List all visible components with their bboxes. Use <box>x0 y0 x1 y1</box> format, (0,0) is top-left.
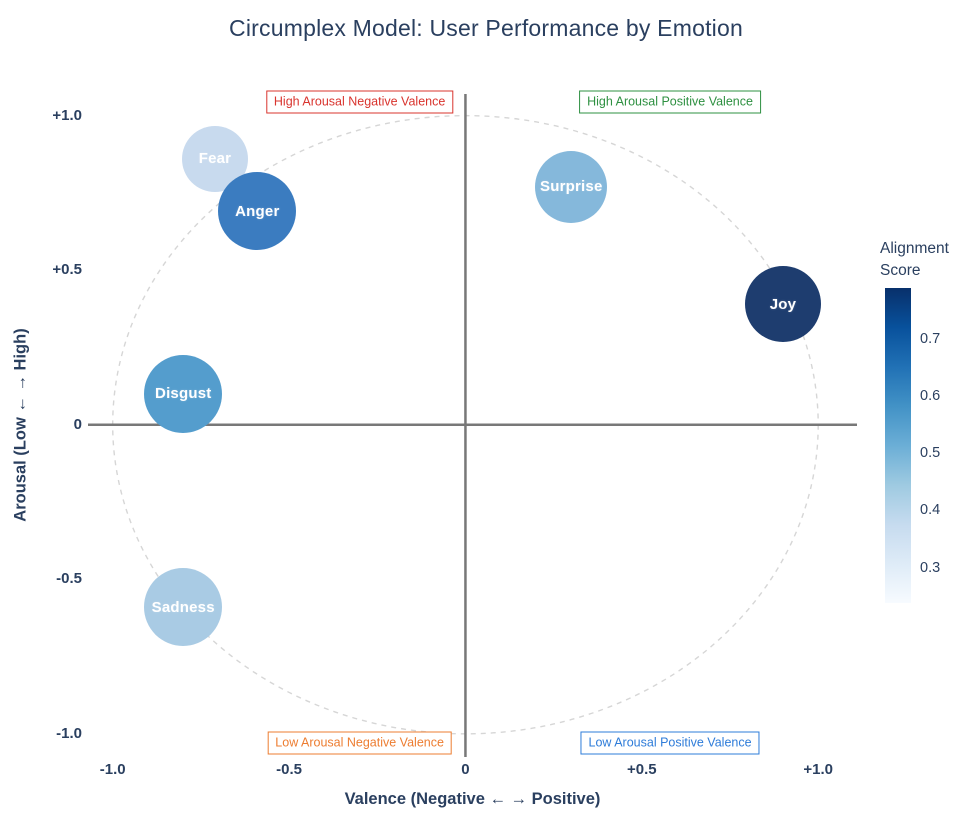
bubble-label: Anger <box>235 202 280 220</box>
colorbar-tick-label: 0.7 <box>920 330 941 347</box>
bubble-joy[interactable]: Joy <box>744 266 821 343</box>
bubble-surprise[interactable]: Surprise <box>535 150 608 223</box>
y-tick-label: +0.5 <box>52 261 82 279</box>
colorbar-tick-label: 0.6 <box>920 387 941 404</box>
bubble-label: Joy <box>769 295 797 313</box>
bubble-sadness[interactable]: Sadness <box>144 568 223 647</box>
colorbar-tick-label: 0.4 <box>920 502 941 519</box>
colorbar-title-line-2: Score <box>880 262 921 280</box>
colorbar-tick-label: 0.3 <box>920 559 941 576</box>
y-tick-label: -1.0 <box>56 724 82 742</box>
chart-title: Circumplex Model: User Performance by Em… <box>229 15 743 41</box>
bubble-disgust[interactable]: Disgust <box>144 354 223 433</box>
x-tick-label: +1.0 <box>803 761 833 778</box>
quadrant-label-low-arousal-negative-valence: Low Arousal Negative Valence <box>267 731 452 755</box>
bubble-label: Sadness <box>151 598 215 616</box>
x-axis-title: Valence (Negative ← → Positive) <box>344 790 601 808</box>
quadrant-label-low-arousal-positive-valence: Low Arousal Positive Valence <box>580 731 760 755</box>
x-tick-label: -1.0 <box>99 761 126 778</box>
y-tick-label: 0 <box>73 415 82 433</box>
y-tick-label: -0.5 <box>56 570 82 588</box>
bubble-anger[interactable]: Anger <box>218 172 297 251</box>
quadrant-label-high-arousal-negative-valence: High Arousal Negative Valence <box>265 90 454 114</box>
colorbar-gradient <box>885 288 911 603</box>
bubble-label: Disgust <box>155 385 212 403</box>
colorbar-title: Alignment Score <box>880 238 949 283</box>
y-tick-label: +1.0 <box>52 106 82 124</box>
y-axis-title: Arousal (Low ← → High) <box>11 328 30 522</box>
bubble-label: Surprise <box>540 178 603 196</box>
x-tick-label: 0 <box>461 761 470 778</box>
colorbar-title-line-1: Alignment <box>880 240 949 257</box>
bubble-label: Fear <box>198 150 232 168</box>
quadrant-label-high-arousal-positive-valence: High Arousal Positive Valence <box>579 90 761 114</box>
colorbar-tick-label: 0.5 <box>920 445 941 462</box>
x-tick-label: -0.5 <box>276 761 302 778</box>
x-tick-label: +0.5 <box>627 761 657 778</box>
